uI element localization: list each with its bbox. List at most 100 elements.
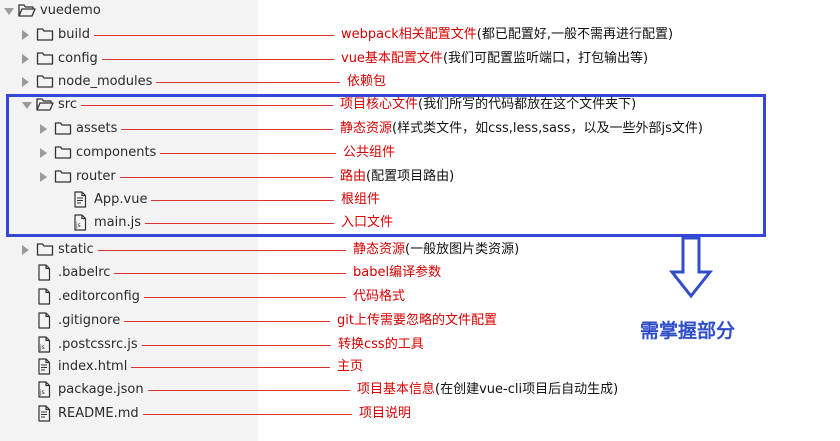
file-icon: [36, 288, 52, 309]
annotation-text: 静态资源(一般放图片类资源): [353, 241, 519, 258]
folder-icon: [54, 168, 72, 188]
tree-item-name: .gitignore: [58, 313, 121, 328]
tree-item-name: components: [76, 145, 157, 160]
chevron-right-icon[interactable]: [22, 245, 29, 255]
tree-row[interactable]: src: [0, 94, 258, 116]
tree-item-name: router: [76, 169, 116, 184]
chevron-right-icon[interactable]: [22, 77, 29, 87]
annotation-desc: 项目核心文件: [340, 97, 419, 112]
chevron-down-icon[interactable]: [4, 8, 14, 15]
tree-row[interactable]: vuedemo: [0, 0, 258, 22]
chevron-down-icon[interactable]: [22, 102, 32, 109]
annotation-text: 项目说明: [359, 405, 411, 422]
tree-row[interactable]: README.md: [0, 403, 258, 425]
tree-row[interactable]: js .postcssrc.js: [0, 334, 258, 356]
tree-row[interactable]: assets: [0, 118, 258, 140]
annotation-text: 主页: [337, 358, 363, 375]
annotation-desc: 转换css的工具: [338, 337, 424, 352]
annotation-desc: 项目说明: [359, 406, 412, 421]
tree-row[interactable]: App.vue: [0, 189, 258, 211]
annotation-text: 转换css的工具: [338, 336, 424, 353]
tree-item-name: vuedemo: [40, 3, 101, 18]
annotation-text: 代码格式: [353, 288, 405, 305]
tree-item-name: src: [58, 97, 77, 112]
file-icon: js: [36, 336, 52, 357]
chevron-right-icon[interactable]: [40, 148, 47, 158]
annotation-desc: 入口文件: [341, 215, 394, 230]
down-arrow-icon: [668, 236, 714, 299]
annotation-detail: (我们可配置监听端口，打包输出等): [442, 51, 649, 66]
annotation-detail: (配置项目路由): [366, 169, 455, 184]
file-icon: [36, 405, 52, 426]
svg-text:js: js: [39, 344, 45, 351]
annotation-desc: babel编译参数: [353, 265, 442, 280]
connector-line: [120, 177, 333, 178]
annotation-text: webpack相关配置文件(都已配置好,一般不需再进行配置): [341, 26, 673, 43]
annotation-desc: git上传需要忽略的文件配置: [337, 313, 497, 328]
tree-item-name: .editorconfig: [58, 289, 140, 304]
tree-item-name: package.json: [58, 382, 144, 397]
annotation-desc: 项目基本信息: [357, 382, 436, 397]
chevron-right-icon[interactable]: [22, 30, 29, 40]
file-icon: js: [72, 214, 88, 235]
connector-line: [114, 273, 346, 274]
tree-row[interactable]: js main.js: [0, 212, 258, 234]
annotation-desc: webpack相关配置文件: [341, 27, 477, 42]
folder-icon: [36, 241, 54, 261]
annotation-desc: 静态资源: [340, 121, 393, 136]
tree-row[interactable]: index.html: [0, 356, 258, 378]
file-icon: js: [36, 381, 52, 402]
chevron-right-icon[interactable]: [22, 54, 29, 64]
tree-row[interactable]: js package.json: [0, 379, 258, 401]
annotation-text: git上传需要忽略的文件配置: [337, 312, 497, 329]
file-icon: [36, 312, 52, 333]
tree-item-name: assets: [76, 121, 118, 136]
file-icon: [36, 358, 52, 379]
tree-row[interactable]: static: [0, 239, 258, 261]
annotation-detail: (我们所写的代码都放在这个文件夹下): [418, 97, 637, 112]
annotation-desc: 依赖包: [347, 74, 387, 89]
connector-line: [94, 35, 334, 36]
tree-row[interactable]: components: [0, 142, 258, 164]
annotation-desc: 静态资源: [353, 242, 406, 257]
annotation-detail: (一般放图片类资源): [405, 242, 520, 257]
annotation-text: babel编译参数: [353, 264, 441, 281]
tree-row[interactable]: node_modules: [0, 71, 258, 93]
tree-item-name: App.vue: [94, 192, 148, 207]
annotation-text: 公共组件: [343, 144, 395, 161]
tree-row[interactable]: router: [0, 166, 258, 188]
annotation-text: vue基本配置文件(我们可配置监听端口，打包输出等): [341, 50, 648, 67]
annotation-desc: 代码格式: [353, 289, 406, 304]
annotation-desc: 路由: [340, 169, 367, 184]
file-icon: [72, 191, 88, 212]
annotation-text: 依赖包: [347, 73, 386, 90]
connector-line: [160, 153, 336, 154]
tree-item-name: .babelrc: [58, 265, 111, 280]
tree-row[interactable]: .gitignore: [0, 310, 258, 332]
connector-line: [145, 223, 334, 224]
connector-line: [148, 390, 350, 391]
folder-icon: [18, 2, 36, 22]
tree-item-name: build: [58, 27, 90, 42]
annotation-text: 根组件: [341, 191, 380, 208]
src-highlight-box: [6, 94, 766, 237]
tree-row[interactable]: .babelrc: [0, 262, 258, 284]
annotation-text: 路由(配置项目路由): [340, 168, 454, 185]
annotation-text: 入口文件: [341, 214, 393, 231]
connector-line: [151, 200, 334, 201]
chevron-right-icon[interactable]: [40, 124, 47, 134]
tree-item-name: README.md: [58, 406, 139, 421]
folder-icon: [54, 144, 72, 164]
tree-row[interactable]: .editorconfig: [0, 286, 258, 308]
chevron-right-icon[interactable]: [40, 172, 47, 182]
tree-item-name: .postcssrc.js: [58, 337, 138, 352]
folder-icon: [36, 96, 54, 116]
folder-icon: [54, 120, 72, 140]
connector-line: [131, 367, 330, 368]
tree-item-name: index.html: [58, 359, 128, 374]
tree-row[interactable]: build: [0, 24, 258, 46]
tree-row[interactable]: config: [0, 48, 258, 70]
connector-line: [98, 250, 346, 251]
folder-icon: [36, 73, 54, 93]
tree-item-name: main.js: [94, 215, 141, 230]
